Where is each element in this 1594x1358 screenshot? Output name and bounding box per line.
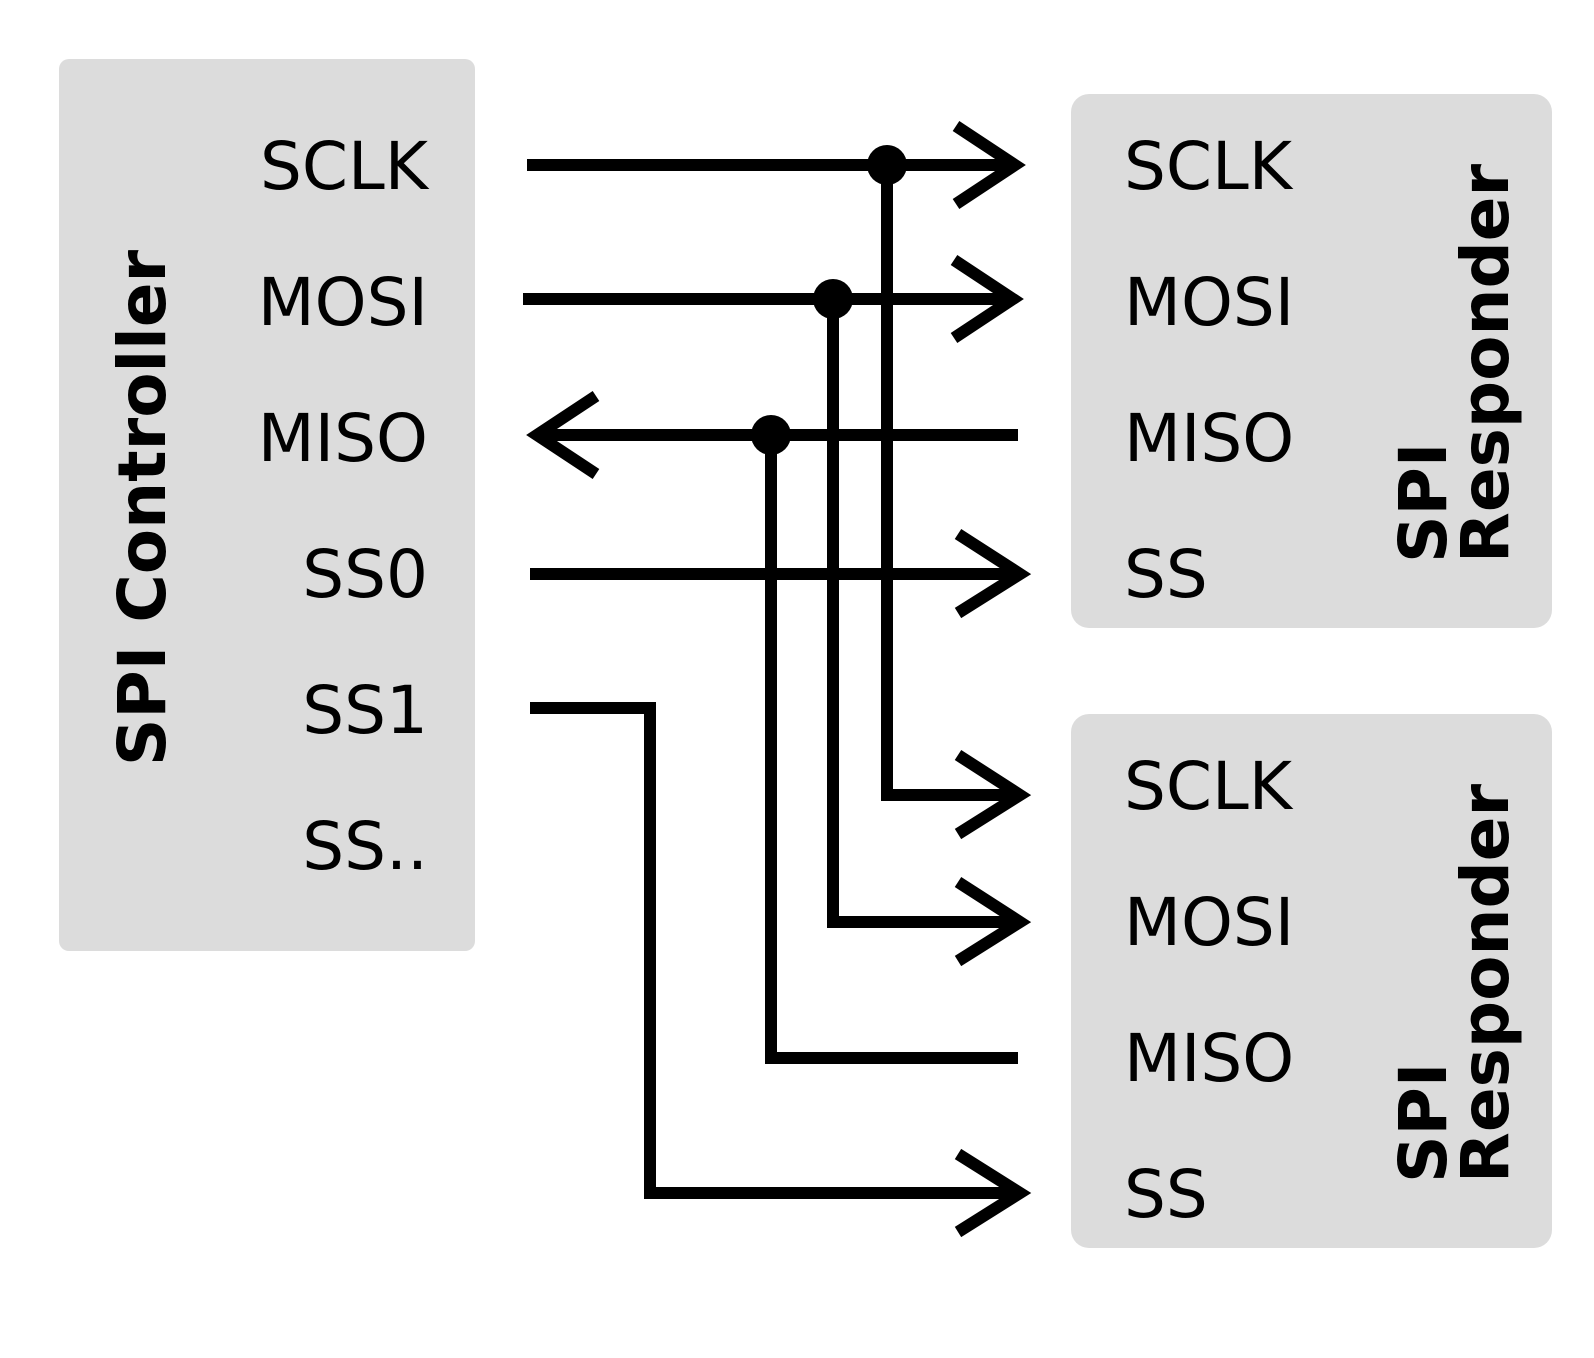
- responder-2-box: [1071, 714, 1552, 1248]
- responder-1-pin-sclk: SCLK: [1124, 128, 1294, 205]
- spi-responder-1: SCLK MOSI MISO SS SPI Responder: [1071, 94, 1552, 628]
- mosi-wire-branch: [827, 299, 1010, 928]
- responder-2-pin-miso: MISO: [1124, 1020, 1294, 1097]
- sclk-arrow-responder-2: [954, 749, 1032, 840]
- ss0-arrow: [954, 528, 1032, 619]
- sclk-wire-branch: [881, 165, 1010, 801]
- spi-responder-2: SCLK MOSI MISO SS SPI Responder: [1071, 714, 1552, 1248]
- mosi-junction: [813, 279, 853, 319]
- responder-2-pin-ss: SS: [1124, 1156, 1208, 1233]
- wires: [523, 120, 1032, 1238]
- sclk-arrow-responder-1: [952, 120, 1026, 210]
- responder-1-pin-mosi: MOSI: [1124, 264, 1294, 341]
- mosi-arrow-responder-2: [954, 876, 1032, 967]
- controller-pin-miso: MISO: [258, 400, 428, 477]
- controller-pin-sclk: SCLK: [260, 128, 430, 205]
- responder-1-pin-ss: SS: [1124, 536, 1208, 613]
- ss1-wire: [530, 702, 1012, 1199]
- controller-pin-ss1: SS1: [302, 672, 428, 749]
- controller-title: SPI Controller: [104, 249, 181, 766]
- controller-pin-mosi: MOSI: [258, 264, 428, 341]
- responder-2-title-line1: SPI: [1385, 1063, 1462, 1183]
- mosi-arrow-responder-1: [950, 254, 1024, 344]
- responder-1-title-line1: SPI: [1385, 443, 1462, 563]
- ss1-arrow: [954, 1148, 1032, 1238]
- responder-1-pin-miso: MISO: [1124, 400, 1294, 477]
- controller-box: [59, 59, 475, 951]
- spi-controller: SPI Controller SCLK MOSI MISO SS0 SS1 SS…: [59, 59, 475, 951]
- miso-wire-branch: [765, 435, 1018, 1064]
- responder-2-pin-mosi: MOSI: [1124, 884, 1294, 961]
- sclk-junction: [867, 145, 907, 185]
- controller-pin-ss-more: SS..: [302, 808, 428, 885]
- miso-junction: [751, 415, 791, 455]
- responder-1-box: [1071, 94, 1552, 628]
- miso-arrow-controller: [526, 390, 600, 480]
- responder-2-pin-sclk: SCLK: [1124, 748, 1294, 825]
- controller-pin-ss0: SS0: [302, 536, 428, 613]
- responder-2-title-line2: Responder: [1447, 784, 1524, 1183]
- responder-1-title-line2: Responder: [1447, 164, 1524, 563]
